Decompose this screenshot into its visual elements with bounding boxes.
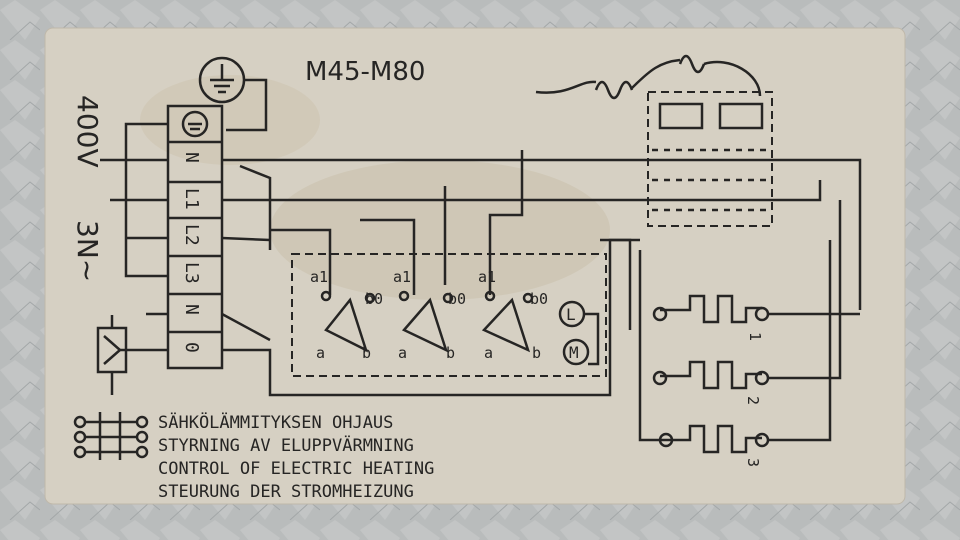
switch-legend-icon [73, 412, 149, 460]
terminal-0-label: 0 [181, 342, 202, 353]
terminal-n2-label: N [181, 304, 202, 315]
element-2-number: 2 [744, 396, 762, 405]
switch3-b-label: b [532, 344, 541, 362]
terminal-l2-label: L2 [181, 224, 202, 246]
supply-phase-label: 3N~ [71, 220, 104, 282]
indicator-lamps [558, 300, 600, 366]
heating-element-icon [638, 200, 860, 454]
switch2-a-label: a [398, 344, 407, 362]
caption-finnish: SÄHKÖLÄMMITYKSEN OHJAUS [158, 411, 393, 433]
terminal-block [166, 104, 224, 370]
diagram-title: M45-M80 [305, 57, 425, 87]
switch-enclosure [291, 253, 607, 377]
thermostat-assembly [535, 54, 773, 227]
terminal-l3-label: L3 [181, 262, 202, 284]
lamp-l-label: L [566, 305, 576, 324]
switch1-mid-label: b0 [365, 290, 383, 308]
switch3-top-label: a1 [478, 268, 496, 286]
caption-german: STEURUNG DER STROMHEIZUNG [158, 482, 414, 502]
element-1-number: 1 [746, 332, 764, 341]
supply-wiring [100, 122, 168, 352]
switch-symbol-icon [320, 290, 534, 353]
element-3-number: 3 [744, 458, 762, 467]
supply-voltage-label: 400V [71, 95, 104, 168]
switch1-b-label: b [362, 344, 371, 362]
stain [270, 160, 610, 300]
switch3-a-label: a [484, 344, 493, 362]
switch1-a-label: a [316, 344, 325, 362]
caption-swedish: STYRNING AV ELUPPVÄRMNING [158, 435, 414, 456]
terminal-l1-label: L1 [181, 188, 202, 210]
label-card [44, 27, 906, 505]
main-bus-lines [221, 150, 862, 397]
relay-coil-icon [96, 315, 128, 395]
switch2-top-label: a1 [393, 268, 411, 286]
switch1-top-label: a1 [310, 268, 328, 286]
lamp-m-label: M [569, 343, 579, 362]
switch3-mid-label: b0 [530, 290, 548, 308]
caption-english: CONTROL OF ELECTRIC HEATING [158, 459, 434, 479]
switch2-mid-label: b0 [448, 290, 466, 308]
switch2-b-label: b [446, 344, 455, 362]
ground-icon [198, 56, 268, 132]
terminal-n-label: N [181, 152, 202, 163]
